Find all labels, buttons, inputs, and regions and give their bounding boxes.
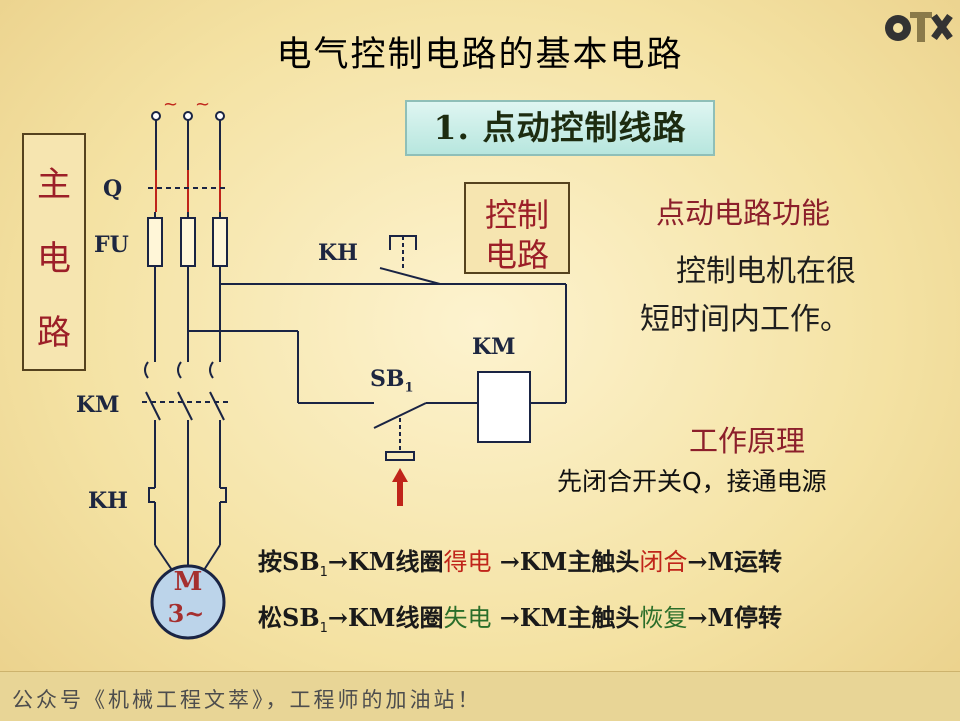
section-title: 1. 点动控制线路 [405, 100, 715, 156]
label-km-coil: KM [472, 334, 516, 360]
control-circuit-char: 电路 [484, 236, 549, 274]
control-circuit-char: 控制 [484, 196, 549, 234]
main-circuit-char: 主 [37, 165, 71, 205]
main-circuit-char: 电 [37, 239, 71, 279]
tilde-mark: ~ [195, 94, 210, 115]
footer-bar: 公众号《机械工程文萃》，工程师的加油站！ [0, 671, 960, 721]
function-line-1: 控制电机在很 [676, 254, 856, 289]
tilde-mark: ~ [163, 94, 178, 115]
control-circuit-box: 控制 电路 [464, 182, 570, 274]
label-q: Q [103, 176, 123, 202]
logo-icon [885, 12, 953, 42]
label-sb1: SB1 [370, 366, 414, 396]
press-row: 按SB1→KM线圈得电 →KM主触头闭合→M运转 [258, 547, 783, 580]
press-arrow-icon [392, 468, 408, 506]
function-line-2: 短时间内工作。 [640, 302, 850, 337]
footer-text: 公众号《机械工程文萃》，工程师的加油站！ [12, 688, 482, 712]
principle-title: 工作原理 [689, 424, 806, 458]
release-row: 松SB1→KM线圈失电 →KM主触头恢复→M停转 [258, 603, 783, 636]
label-kh-control: KH [318, 240, 358, 266]
page-title: 电气控制电路的基本电路 [276, 35, 684, 75]
function-title: 点动电路功能 [656, 196, 831, 230]
principle-line: 先闭合开关Q，接通电源 [557, 467, 827, 496]
motor-icon [150, 564, 226, 640]
label-fu: FU [94, 232, 129, 258]
motor-label-3: 3~ [168, 599, 205, 628]
motor-label-m: M [174, 567, 203, 597]
main-circuit-box: 主 电 路 [22, 133, 86, 371]
label-kh-main: KH [88, 488, 128, 514]
main-circuit-char: 路 [37, 313, 71, 353]
label-km-main: KM [76, 392, 120, 418]
